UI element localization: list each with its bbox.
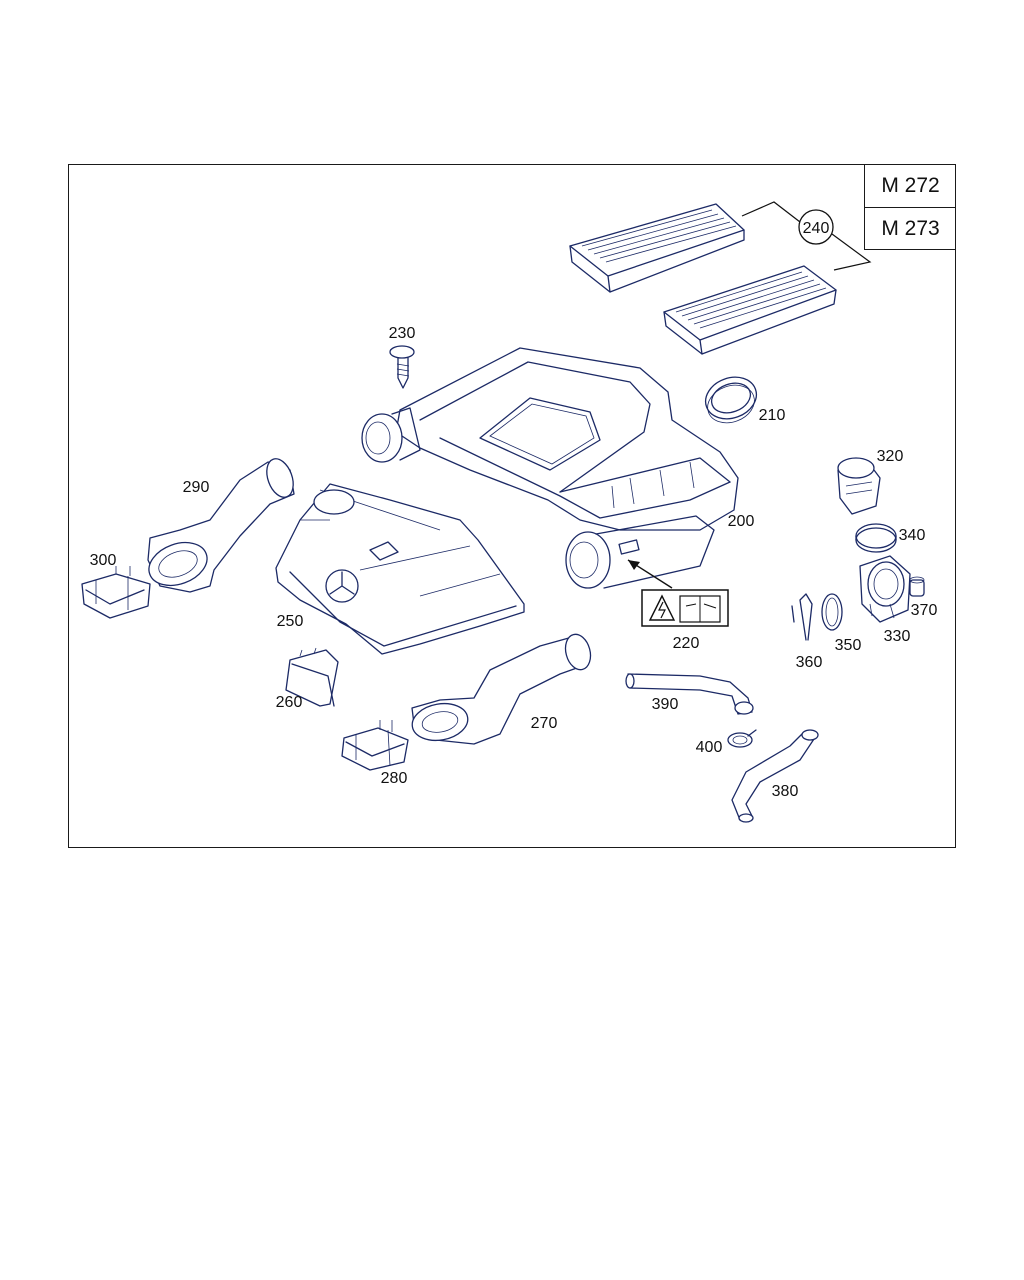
label-400: 400 xyxy=(696,739,723,756)
model-label-m272[interactable]: M 272 xyxy=(864,164,956,208)
label-370: 370 xyxy=(911,602,938,619)
label-220: 220 xyxy=(673,635,700,652)
seal-ring-210[interactable] xyxy=(700,370,763,429)
model-label-m273[interactable]: M 273 xyxy=(864,208,956,250)
wire-360[interactable] xyxy=(791,593,813,641)
throttle-body-330[interactable] xyxy=(859,555,911,623)
air-filter-element-lower[interactable] xyxy=(663,265,837,355)
air-duct-270[interactable] xyxy=(409,632,594,745)
label-240: 240 xyxy=(803,220,830,237)
label-300: 300 xyxy=(90,552,117,569)
bracket-300[interactable] xyxy=(81,566,151,619)
air-duct-290[interactable] xyxy=(143,455,298,593)
leader-240-upper xyxy=(741,201,801,223)
screw-230[interactable] xyxy=(389,345,415,389)
label-380: 380 xyxy=(772,783,799,800)
engine-cover-250[interactable] xyxy=(275,483,525,655)
label-330: 330 xyxy=(884,628,911,645)
label-320: 320 xyxy=(877,448,904,465)
label-340: 340 xyxy=(899,527,926,544)
air-mass-sensor-320[interactable] xyxy=(837,457,881,515)
label-230: 230 xyxy=(389,325,416,342)
seal-350[interactable] xyxy=(821,593,843,631)
label-290: 290 xyxy=(183,479,210,496)
hose-390[interactable] xyxy=(625,673,754,715)
ring-340[interactable] xyxy=(855,523,897,553)
hose-clamp-400[interactable] xyxy=(727,729,757,748)
air-filter-housing-200[interactable] xyxy=(361,347,739,589)
callout-circle-240 xyxy=(798,209,834,245)
label-270: 270 xyxy=(531,715,558,732)
leader-240-lower xyxy=(831,233,872,271)
label-210: 210 xyxy=(759,407,786,424)
label-200: 200 xyxy=(728,513,755,530)
bracket-260[interactable] xyxy=(285,647,339,707)
warning-label-220[interactable] xyxy=(641,589,729,627)
label-390: 390 xyxy=(652,696,679,713)
sensor-370[interactable] xyxy=(909,576,925,597)
air-filter-element-upper[interactable] xyxy=(569,203,745,293)
hose-380[interactable] xyxy=(731,729,819,823)
arrow-head-220 xyxy=(628,560,640,570)
label-350: 350 xyxy=(835,637,862,654)
label-260: 260 xyxy=(276,694,303,711)
label-360: 360 xyxy=(796,654,823,671)
bracket-280[interactable] xyxy=(341,720,409,771)
label-250: 250 xyxy=(277,613,304,630)
label-280: 280 xyxy=(381,770,408,787)
